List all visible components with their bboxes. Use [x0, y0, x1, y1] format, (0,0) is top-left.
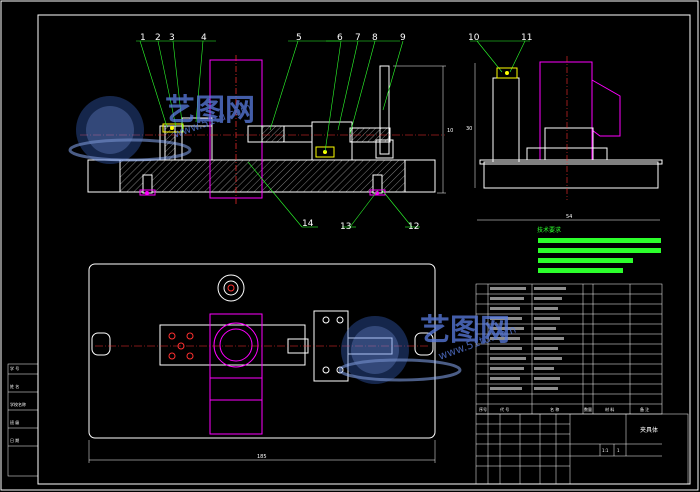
balloon-13: 13	[340, 222, 351, 232]
title-block	[475, 413, 689, 485]
balloon-2: 2	[155, 33, 161, 43]
svg-text:学 号: 学 号	[10, 365, 19, 371]
balloon-labels: 1 2 3 4 5 6 7 8 9 10 11 12 13 14	[140, 33, 532, 232]
drawing-title: 夹具体	[640, 426, 658, 434]
bom-text-bars	[490, 287, 566, 390]
length-dim: 185	[257, 454, 267, 460]
svg-text:名 称: 名 称	[550, 406, 559, 412]
balloon-12: 12	[408, 222, 419, 232]
top-view: 185	[88, 263, 436, 463]
height-dim-front: 10	[447, 128, 453, 134]
balloon-1: 1	[140, 33, 146, 43]
tech-requirements: 技术要求	[537, 226, 661, 273]
base-right-end	[404, 159, 436, 193]
left-side-labels: 学 号 姓 名 学校名称 班 级 日 期	[7, 363, 39, 477]
bom-table	[475, 283, 663, 415]
balloon-5: 5	[296, 33, 302, 43]
scale-value: 1:1	[602, 448, 609, 453]
balloon-4: 4	[201, 33, 207, 43]
side-view: 54 30	[466, 56, 663, 221]
tech-req-title: 技术要求	[537, 226, 561, 234]
balloon-9: 9	[400, 33, 406, 43]
svg-text:姓 名: 姓 名	[10, 383, 19, 389]
height-dim-side: 30	[466, 126, 472, 132]
svg-text:序号: 序号	[479, 406, 487, 412]
svg-text:日 期: 日 期	[10, 437, 19, 443]
balloon-6: 6	[337, 33, 343, 43]
svg-text:学校名称: 学校名称	[10, 401, 26, 407]
balloon-leaders	[136, 40, 530, 228]
base-left-end	[87, 159, 121, 193]
balloon-3: 3	[169, 33, 175, 43]
bom-header-row: 序号 代 号 名 称 数量 材 料 备 注	[479, 406, 649, 412]
balloon-10: 10	[468, 33, 480, 43]
svg-text:班 级: 班 级	[10, 419, 19, 425]
balloon-7: 7	[355, 33, 361, 43]
watermark-brand-2: 艺图网	[420, 313, 510, 348]
width-dim-side: 54	[566, 214, 572, 220]
svg-text:备 注: 备 注	[640, 406, 649, 412]
front-view: 10	[80, 55, 453, 205]
svg-text:材 料: 材 料	[605, 406, 614, 412]
inner-border	[37, 14, 691, 485]
balloon-14: 14	[302, 219, 314, 229]
top-base	[88, 263, 436, 439]
balloon-8: 8	[372, 33, 378, 43]
svg-text:数量: 数量	[584, 406, 592, 412]
balloon-11: 11	[521, 33, 532, 43]
watermark-brand-1: 艺图网	[165, 93, 255, 128]
sheet-value: 1	[617, 448, 620, 453]
svg-text:代 号: 代 号	[500, 406, 509, 412]
